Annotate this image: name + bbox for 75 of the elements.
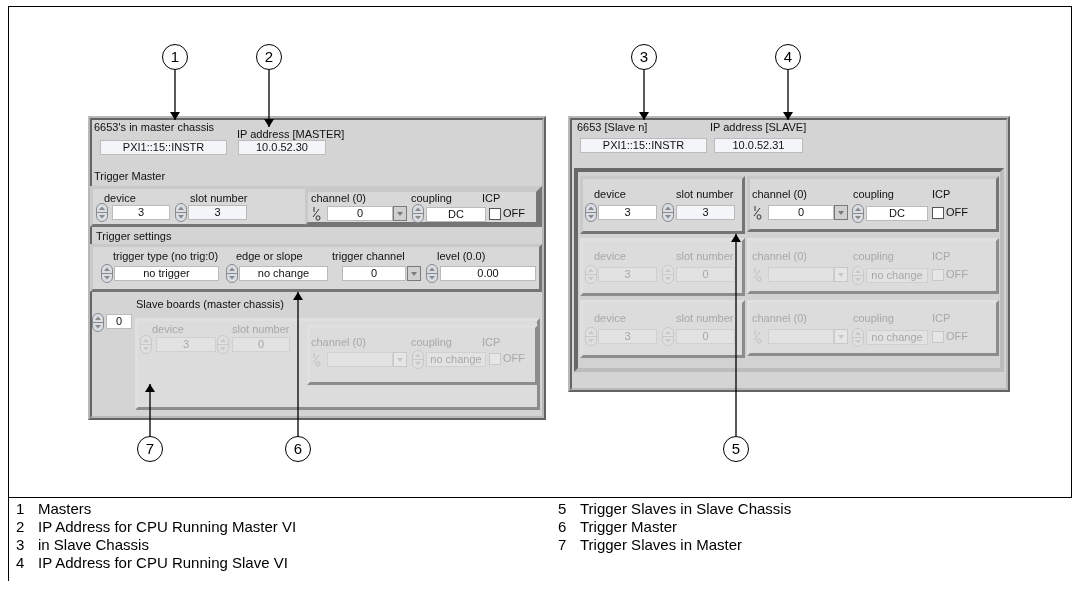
leader-arrow (264, 69, 274, 128)
legend-text: Masters (38, 500, 92, 517)
callout-circle: 4 (775, 44, 801, 70)
callout-circle: 6 (285, 436, 311, 462)
indicator-field: 3 (188, 205, 247, 220)
callout-number: 1 (16, 500, 25, 517)
control-label: trigger type (no trig:0) (113, 250, 219, 263)
legend-text: IP Address for CPU Running Slave VI (38, 554, 288, 571)
callout-number: 6 (558, 518, 567, 535)
control-label: OFF (946, 206, 968, 219)
control-label: ICP (482, 192, 501, 205)
control-label: 6653 [Slave n] (577, 121, 648, 134)
control-label: slot number (190, 192, 248, 205)
cluster-panel (90, 186, 542, 227)
callout-number: 4 (16, 554, 25, 571)
leader-arrow (783, 69, 793, 121)
callout-number: 3 (16, 536, 25, 553)
indicator-field: PXI1::15::INSTR (100, 140, 227, 155)
indicator-field: 10.0.52.30 (238, 140, 326, 155)
control-label: IP address [SLAVE] (710, 121, 807, 134)
control-label: slot number (676, 188, 734, 201)
leader-arrow (639, 69, 649, 121)
value-field: 0 (342, 266, 406, 281)
value-field: 0 (768, 205, 834, 220)
value-field: no change (866, 330, 928, 345)
control-label: level (0.0) (437, 250, 486, 263)
indicator-field: PXI1::15::INSTR (580, 138, 707, 153)
callout-circle: 5 (723, 436, 749, 462)
value-field: 0 (106, 314, 132, 329)
control-label: device (594, 188, 626, 201)
control-label: Trigger settings (96, 230, 172, 243)
control-label: ICP (932, 188, 951, 201)
cluster-panel (580, 176, 745, 234)
control-label: OFF (503, 207, 525, 220)
cluster-panel (90, 244, 542, 292)
value-field: no change (866, 268, 928, 283)
value-field: 0 (327, 206, 393, 221)
value-field: DC (866, 206, 928, 221)
value-field: DC (426, 207, 486, 222)
legend-text: Trigger Slaves in Slave Chassis (580, 500, 792, 517)
value-field: 3 (598, 267, 657, 282)
callout-circle: 7 (137, 436, 163, 462)
control-label: Trigger Master (94, 170, 166, 183)
control-label: edge or slope (236, 250, 303, 263)
leader-arrow (293, 291, 303, 437)
value-field: 3 (112, 205, 170, 220)
value-field: 3 (598, 205, 657, 220)
control-label: coupling (853, 188, 894, 201)
value-field: 3 (156, 337, 216, 352)
legend-text: IP Address for CPU Running Master VI (38, 518, 297, 535)
leader-arrow (731, 233, 741, 437)
leader-arrow (145, 383, 155, 437)
callout-circle: 1 (162, 44, 188, 70)
callout-circle: 3 (631, 44, 657, 70)
callout-number: 2 (16, 518, 25, 535)
indicator-field: 10.0.52.31 (714, 138, 803, 153)
legend-text: in Slave Chassis (38, 536, 149, 553)
value-field: 3 (598, 329, 657, 344)
leader-arrow (170, 69, 180, 121)
control-label: channel (0) (311, 192, 367, 205)
control-label: coupling (411, 192, 452, 205)
legend-text: Trigger Slaves in Master (580, 536, 742, 553)
callout-number: 5 (558, 500, 567, 517)
indicator-field: 3 (676, 205, 735, 220)
value-field: no change (239, 266, 328, 281)
control-label: IP address [MASTER] (237, 128, 345, 141)
control-label: device (104, 192, 136, 205)
value-field: no trigger (114, 266, 219, 281)
control-label: trigger channel (332, 250, 405, 263)
control-label: 6653's in master chassis (94, 121, 215, 134)
value-field: no change (426, 352, 486, 367)
legend-text: Trigger Master (580, 518, 677, 535)
value-field: 0.00 (440, 266, 536, 281)
callout-number: 7 (558, 536, 567, 553)
callout-circle: 2 (256, 44, 282, 70)
